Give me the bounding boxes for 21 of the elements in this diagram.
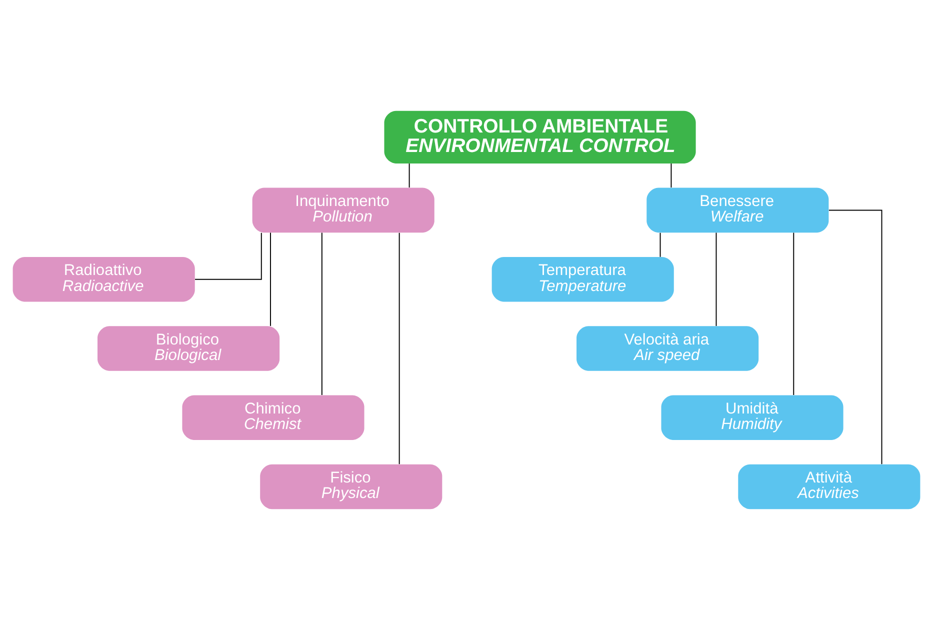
connector — [321, 232, 322, 396]
connector — [398, 232, 400, 464]
connector — [270, 232, 271, 326]
node-box: Umidità Humidity — [661, 394, 844, 440]
node-box: Biologico Biological — [98, 326, 280, 370]
connector — [828, 209, 882, 464]
connector — [194, 232, 262, 280]
node-box: Inquinamento Pollution — [252, 187, 434, 232]
node-box: Radioattivo Radioactive — [12, 256, 195, 302]
node-box: Velocità aria Air speed — [576, 326, 759, 370]
node-box: Chimico Chemist — [182, 394, 364, 440]
node-box: CONTROLLO AMBIENTALE ENVIRONMENTAL CONTROL — [384, 110, 696, 163]
node-box: Attività Activities — [738, 464, 920, 509]
connector — [793, 232, 794, 396]
connector — [408, 162, 410, 188]
node-box: Temperatura Temperature — [492, 256, 674, 302]
connector — [716, 232, 717, 326]
node-box: Fisico Physical — [260, 464, 442, 509]
connector — [660, 232, 661, 257]
node-box: Benessere Welfare — [646, 187, 829, 232]
connector — [670, 162, 672, 188]
